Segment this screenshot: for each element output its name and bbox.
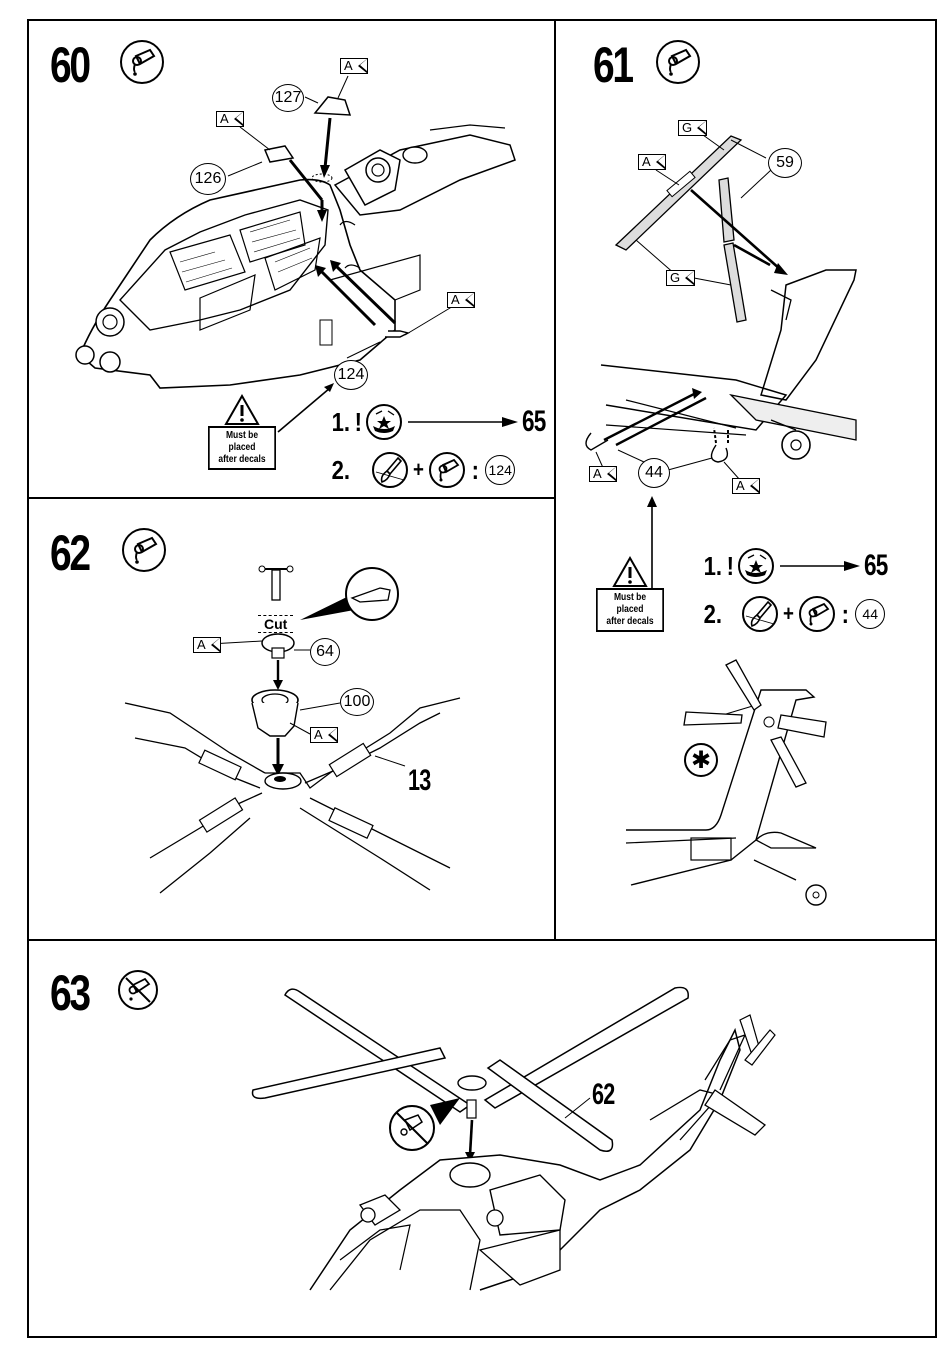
step-number: 60 <box>50 37 91 93</box>
part-number-124: 124 <box>485 455 516 485</box>
cut-label: Cut <box>258 615 294 633</box>
complete-helicopter-drawing <box>251 986 776 1291</box>
instruction-index: 1. <box>703 550 723 581</box>
decal-flag-a: A <box>310 727 338 743</box>
warning-text-line2: after decals <box>218 454 266 465</box>
part-number-100: 100 <box>340 688 374 716</box>
plus-sign: + <box>782 601 794 626</box>
tail-rotor-drawing <box>585 129 857 906</box>
instruction-index: 2. <box>703 598 723 629</box>
step-reference-65: 65 <box>522 405 546 438</box>
decal-application-icon <box>738 548 775 584</box>
step-62-panel: 62 <box>0 498 555 940</box>
plus-sign: + <box>412 457 424 482</box>
decal-flag-a: A <box>447 292 475 308</box>
decal-flag-a: A <box>193 637 221 653</box>
decal-flag-label: A <box>642 154 651 169</box>
warning-triangle-icon <box>224 394 260 425</box>
warning-text-line1: Must be placed <box>613 592 647 615</box>
instruction-row-1: 1. ! 65 <box>702 548 896 584</box>
attention-mark: ! <box>354 406 362 437</box>
step-60-panel: 60 <box>0 0 555 498</box>
instruction-row-1: 1. ! 65 <box>330 404 554 440</box>
step-61-panel: 61 <box>556 0 937 940</box>
panel-divider-vertical <box>554 19 556 941</box>
warning-callout: Must be placed after decals <box>590 556 670 632</box>
part-number-44: 44 <box>638 458 670 488</box>
part-number-127: 127 <box>272 84 304 112</box>
part-number-64: 64 <box>310 638 340 666</box>
warning-label: Must be placed after decals <box>208 426 276 470</box>
decal-flag-label: A <box>451 292 460 307</box>
instruction-index: 1. <box>331 406 351 437</box>
decal-flag-g: G <box>678 120 708 136</box>
instruction-row-2: 2. + : 124 <box>330 452 516 488</box>
decal-flag-a: A <box>340 58 368 74</box>
decal-flag-a: A <box>732 478 760 494</box>
decal-flag-label: G <box>682 120 693 135</box>
colon-separator: : <box>841 598 849 629</box>
decal-application-icon <box>366 404 403 440</box>
arrow-right-icon <box>408 417 519 427</box>
warning-label: Must be placed after decals <box>596 588 664 632</box>
decal-flag-a: A <box>589 466 617 482</box>
asterisk-icon: ✱ <box>684 743 718 777</box>
glue-tube-icon <box>120 40 164 84</box>
tail-detail-view <box>625 659 827 906</box>
decal-flag-label: G <box>670 270 681 285</box>
warning-text-line1: Must be placed <box>225 430 259 453</box>
rotor-hub-drawing <box>124 565 461 894</box>
decal-flag-g: G <box>666 270 696 286</box>
part-number-44: 44 <box>855 599 886 629</box>
glue-tube-icon <box>122 528 166 572</box>
decal-flag-a: A <box>638 154 666 170</box>
colon-separator: : <box>471 454 479 485</box>
arrow-right-icon <box>780 561 861 571</box>
instruction-index: 2. <box>331 454 351 485</box>
warning-callout: Must be placed after decals <box>202 394 282 470</box>
decal-flag-label: A <box>593 466 602 481</box>
step-number: 62 <box>50 525 91 581</box>
step-63-panel: 63 <box>0 940 937 1338</box>
subassembly-reference-62: 62 <box>592 1078 615 1111</box>
decal-flag-label: A <box>314 727 323 742</box>
cockpit-fuselage-drawing <box>75 75 516 433</box>
decal-flag-a: A <box>216 111 244 127</box>
step-reference-65: 65 <box>864 549 888 582</box>
no-glue-icon <box>118 970 158 1010</box>
instruction-page-frame <box>27 19 937 1338</box>
part-number-126: 126 <box>190 163 226 195</box>
paint-brush-icon <box>371 452 408 488</box>
glue-tube-icon <box>798 596 835 632</box>
warning-text-line2: after decals <box>606 616 654 627</box>
decal-flag-label: A <box>344 58 353 73</box>
subassembly-reference-13: 13 <box>408 764 431 797</box>
decal-flag-label: A <box>220 111 229 126</box>
step-number: 63 <box>50 965 91 1021</box>
part-number-59: 59 <box>768 148 802 178</box>
panel-divider-60-62 <box>27 497 555 499</box>
decal-flag-label: A <box>736 478 745 493</box>
glue-tube-icon <box>428 452 465 488</box>
panel-divider-62-63 <box>27 939 937 941</box>
decal-flag-label: A <box>197 637 206 652</box>
attention-mark: ! <box>726 550 734 581</box>
paint-brush-icon <box>741 596 778 632</box>
instruction-row-2: 2. + : 44 <box>702 596 886 632</box>
warning-triangle-icon <box>612 556 648 587</box>
part-number-124: 124 <box>334 360 368 390</box>
glue-tube-icon <box>656 40 700 84</box>
step-number: 61 <box>593 37 634 93</box>
